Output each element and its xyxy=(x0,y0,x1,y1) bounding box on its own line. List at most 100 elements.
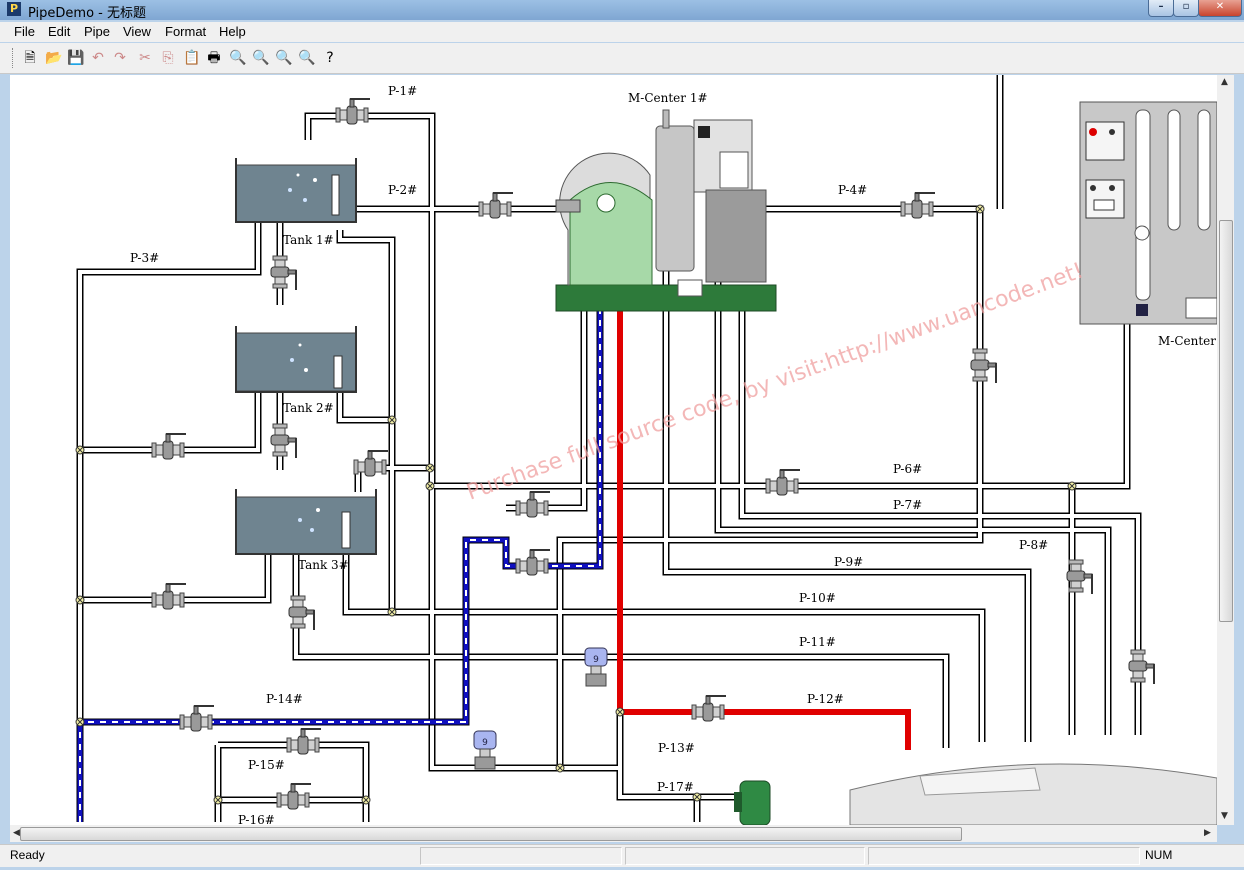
joint xyxy=(387,415,397,425)
menu-pipe[interactable]: Pipe xyxy=(84,24,111,39)
help-icon[interactable]: ? xyxy=(326,50,334,66)
flow-meter-p11[interactable] xyxy=(584,647,608,687)
label-p6: P-6# xyxy=(893,462,922,476)
joint xyxy=(75,595,85,605)
valve-blue-upper[interactable] xyxy=(515,491,551,518)
valve-p4-riser[interactable] xyxy=(970,348,997,384)
zoom-fit-icon[interactable]: 🔍 xyxy=(275,50,293,66)
valve-p1[interactable] xyxy=(335,98,371,125)
toolbar: 🗎 📂 💾 ↶ ↷ ✂ ⎘ 📋 🖶 🔍 🔍 🔍 🔍 ? xyxy=(0,43,1244,74)
minimize-button[interactable]: – xyxy=(1148,0,1174,17)
valve-tank2[interactable] xyxy=(270,423,297,459)
storage-tank[interactable] xyxy=(849,763,1217,825)
valve-p8[interactable] xyxy=(1066,559,1093,595)
zoom-reset-icon[interactable]: 🔍 xyxy=(298,50,316,66)
valve-tank3-outlet[interactable] xyxy=(151,583,187,610)
paste-icon[interactable]: 📋 xyxy=(183,50,201,66)
copy-icon[interactable]: ⎘ xyxy=(162,50,174,66)
valve-p12[interactable] xyxy=(691,695,727,722)
label-tank2: Tank 2# xyxy=(283,401,334,415)
valve-tank3-inlet[interactable] xyxy=(353,450,389,477)
joint xyxy=(213,795,223,805)
scroll-left-icon[interactable]: ◀ xyxy=(13,828,20,838)
label-p10: P-10# xyxy=(799,591,836,605)
app-icon: P xyxy=(7,2,21,16)
undo-icon[interactable]: ↶ xyxy=(92,50,104,66)
flow-meter-p13[interactable] xyxy=(473,730,497,770)
joint xyxy=(425,481,435,491)
menu-format[interactable]: Format xyxy=(165,24,207,39)
vertical-scroll-thumb[interactable] xyxy=(1219,220,1233,622)
status-bar: Ready NUM xyxy=(0,844,1244,867)
status-pane xyxy=(420,847,622,865)
label-m-center-2: M-Center xyxy=(1158,334,1216,348)
tank-2[interactable] xyxy=(235,326,357,393)
label-p17: P-17# xyxy=(657,780,694,794)
valve-p16[interactable] xyxy=(276,783,312,810)
joint xyxy=(1067,481,1077,491)
pump[interactable] xyxy=(734,780,771,825)
valve-p4[interactable] xyxy=(900,192,936,219)
label-p9: P-9# xyxy=(834,555,863,569)
scroll-right-icon[interactable]: ▶ xyxy=(1204,828,1211,838)
label-tank3: Tank 3# xyxy=(298,558,349,572)
label-p15: P-15# xyxy=(248,758,285,772)
label-p7: P-7# xyxy=(893,498,922,512)
m-center-2-panel[interactable] xyxy=(1079,101,1217,325)
valve-tank2-outlet[interactable] xyxy=(151,433,187,460)
menu-bar: File Edit Pipe View Format Help xyxy=(0,22,1244,42)
print-icon[interactable]: 🖶 xyxy=(207,50,221,66)
joint xyxy=(361,795,371,805)
blue-pipe xyxy=(76,230,604,822)
redo-icon[interactable]: ↷ xyxy=(114,50,126,66)
zoom-out-icon[interactable]: 🔍 xyxy=(252,50,270,66)
horizontal-scroll-thumb[interactable] xyxy=(20,827,962,841)
joint xyxy=(555,763,565,773)
drawing-canvas[interactable]: 9 xyxy=(10,75,1217,825)
label-p4: P-4# xyxy=(838,183,867,197)
label-p13: P-13# xyxy=(658,741,695,755)
maximize-button[interactable]: ▫ xyxy=(1173,0,1199,17)
menu-file[interactable]: File xyxy=(14,24,35,39)
valve-p7[interactable] xyxy=(1128,649,1155,685)
menu-edit[interactable]: Edit xyxy=(48,24,71,39)
status-ready: Ready xyxy=(10,848,45,862)
tank-3[interactable] xyxy=(235,489,377,555)
valve-p14[interactable] xyxy=(179,705,215,732)
label-m-center-1: M-Center 1# xyxy=(628,91,708,105)
menu-view[interactable]: View xyxy=(123,24,151,39)
toolbar-grip[interactable] xyxy=(12,48,16,68)
valve-p2[interactable] xyxy=(478,192,514,219)
pipe-diagram[interactable]: 9 xyxy=(10,75,1217,825)
m-center-1-machine[interactable] xyxy=(555,109,777,312)
status-pane xyxy=(868,847,1140,865)
label-p16: P-16# xyxy=(238,813,275,825)
label-p3: P-3# xyxy=(130,251,159,265)
valve-blue-lower[interactable] xyxy=(515,549,551,576)
joint xyxy=(692,792,702,802)
title-bar[interactable]: P PipeDemo - 无标题 – ▫ ✕ xyxy=(0,0,1244,21)
label-p2: P-2# xyxy=(388,183,417,197)
label-p8: P-8# xyxy=(1019,538,1048,552)
vertical-scrollbar[interactable]: ▲ ▼ xyxy=(1217,75,1234,825)
open-icon[interactable]: 📂 xyxy=(45,50,63,66)
joint xyxy=(615,707,625,717)
horizontal-scrollbar[interactable]: ◀ ▶ xyxy=(10,825,1217,842)
save-icon[interactable]: 💾 xyxy=(67,50,85,66)
valve-tank3[interactable] xyxy=(288,595,315,631)
valve-tank1[interactable] xyxy=(270,255,297,291)
scroll-up-icon[interactable]: ▲ xyxy=(1221,77,1228,87)
zoom-in-icon[interactable]: 🔍 xyxy=(229,50,247,66)
valve-p6[interactable] xyxy=(765,469,801,496)
valve-p15[interactable] xyxy=(286,728,322,755)
joint xyxy=(75,445,85,455)
tank-1[interactable] xyxy=(235,158,357,223)
label-tank1: Tank 1# xyxy=(283,233,334,247)
close-button[interactable]: ✕ xyxy=(1198,0,1242,17)
cut-icon[interactable]: ✂ xyxy=(139,50,151,66)
scroll-down-icon[interactable]: ▼ xyxy=(1221,811,1228,821)
new-icon[interactable]: 🗎 xyxy=(24,50,36,66)
joint xyxy=(387,607,397,617)
status-pane xyxy=(625,847,865,865)
menu-help[interactable]: Help xyxy=(219,24,246,39)
